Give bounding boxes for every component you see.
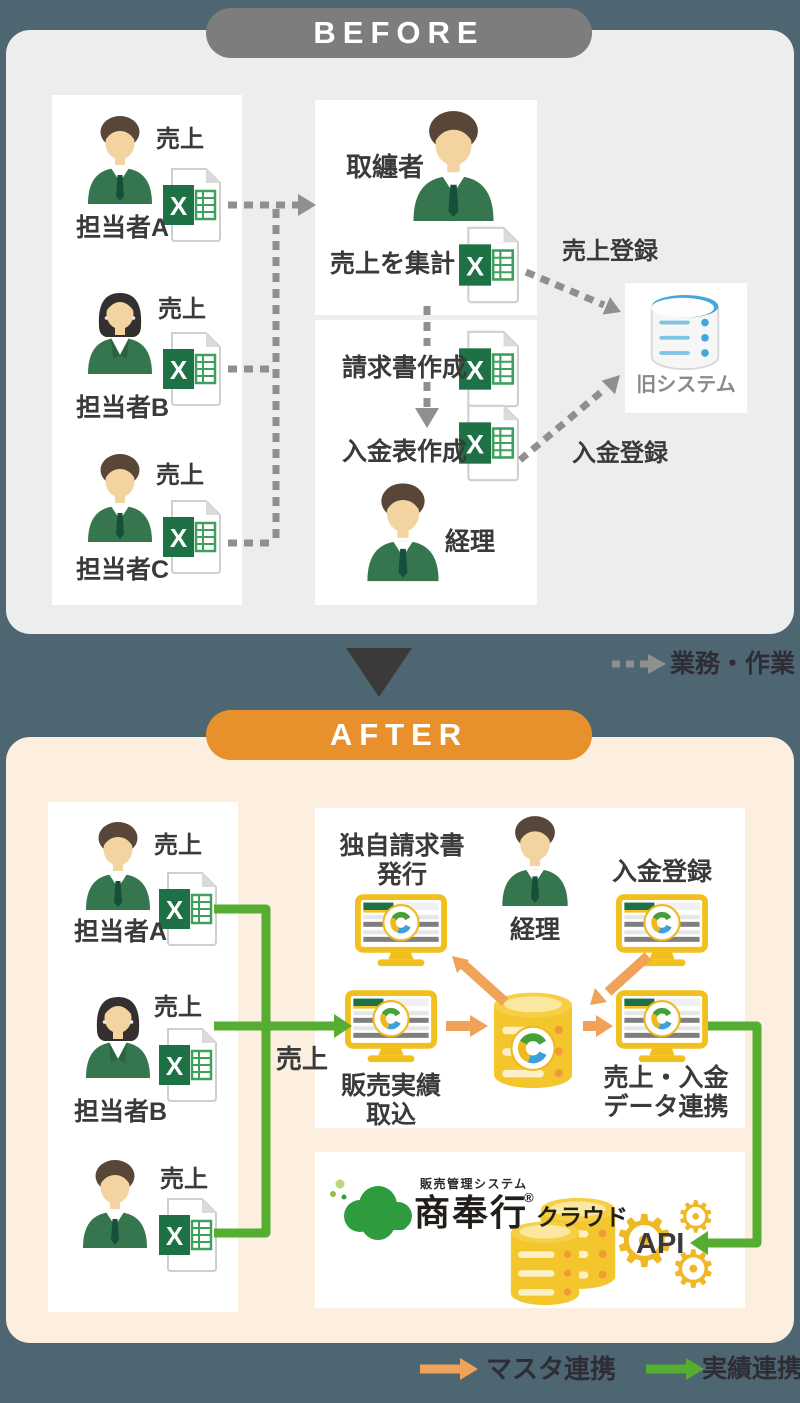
excel-file-icon	[158, 1028, 218, 1102]
excel-file-icon	[162, 168, 222, 242]
excel-file-icon	[458, 226, 520, 304]
doc-label: 売上	[154, 994, 202, 1021]
invoice-issue-line2: 発行	[376, 861, 427, 889]
doc-label: 売上	[156, 462, 204, 489]
data-link-label: 売上・入金 データ連携	[582, 1064, 750, 1122]
sales-import-line2: 取込	[365, 1101, 416, 1129]
payment-register-label: 入金登録	[611, 858, 712, 886]
bugyo-monitor-icon	[616, 894, 708, 968]
after-title: AFTER	[329, 717, 469, 752]
sales-register-label: 売上登録	[562, 238, 658, 265]
female-avatar-icon	[86, 997, 150, 1078]
gear-icon: ⚙	[612, 1202, 677, 1282]
doc-label: 売上	[160, 1166, 208, 1193]
payment-sheet-task-label: 入金表作成	[342, 438, 468, 466]
old-system-label: 旧システム	[636, 374, 736, 396]
male-avatar-icon	[88, 116, 152, 204]
sales-import-label: 販売実績 取込	[316, 1072, 466, 1130]
invoice-task-label: 請求書作成	[342, 354, 468, 382]
cloud-logo-icon	[330, 1179, 412, 1240]
invoice-issue-label: 独自請求書 発行	[326, 832, 478, 890]
product-trademark: ®	[524, 1190, 534, 1205]
staff-name: 担当者C	[76, 556, 170, 584]
product-category-label: 販売管理システム	[420, 1177, 528, 1191]
sales-flow-label: 売上	[276, 1044, 329, 1074]
sales-import-line1: 販売実績	[340, 1072, 441, 1100]
gold-database-bugyo-icon	[489, 988, 577, 1092]
coordinator-role-label: 取纏者	[346, 152, 425, 182]
excel-file-icon	[162, 500, 222, 574]
product-suffix-label: クラウド	[536, 1204, 628, 1230]
accountant-role-label: 経理	[445, 528, 496, 556]
excel-file-icon	[162, 332, 222, 406]
excel-file-icon	[158, 1198, 218, 1272]
aggregate-task-label: 売上を集計	[330, 250, 456, 278]
staff-name: 担当者A	[76, 214, 170, 242]
male-avatar-icon	[88, 454, 152, 542]
doc-label: 売上	[158, 296, 206, 323]
male-avatar-icon	[367, 483, 439, 582]
excel-file-icon	[458, 330, 520, 408]
data-link-line1: 売上・入金	[603, 1064, 729, 1092]
doc-label: 売上	[154, 832, 202, 859]
data-link-line2: データ連携	[603, 1093, 729, 1121]
legacy-database-icon	[650, 294, 720, 371]
excel-file-icon	[458, 404, 520, 482]
male-avatar-icon	[83, 1160, 147, 1248]
bugyo-monitor-icon	[355, 894, 447, 968]
api-label: API	[636, 1228, 685, 1260]
doc-label: 売上	[156, 126, 204, 153]
after-title-pill: AFTER	[206, 710, 592, 760]
legend-master-label: マスタ連携	[486, 1354, 617, 1384]
product-name-label: 商奉行	[414, 1192, 529, 1233]
legend-results-arrow	[646, 1358, 704, 1380]
payment-register-label: 入金登録	[572, 440, 668, 467]
invoice-issue-line1: 独自請求書	[339, 832, 465, 860]
female-avatar-icon	[88, 293, 152, 374]
bugyo-monitor-icon	[616, 990, 708, 1064]
legend-master-arrow	[420, 1358, 478, 1380]
staff-name: 担当者A	[74, 918, 168, 946]
accountant-role-label: 経理	[509, 916, 560, 944]
legend-flow-arrow	[612, 654, 666, 674]
male-avatar-icon	[502, 816, 568, 906]
before-title-pill: BEFORE	[206, 8, 592, 58]
before-to-after-arrow	[346, 648, 412, 697]
male-avatar-icon	[86, 822, 150, 910]
legend-flow-label: 業務・作業	[670, 650, 796, 678]
before-title: BEFORE	[313, 15, 485, 50]
staff-name: 担当者B	[74, 1098, 168, 1126]
legend-results-label: 実績連携	[702, 1355, 800, 1383]
bugyo-monitor-icon	[345, 990, 437, 1064]
staff-name: 担当者B	[76, 394, 170, 422]
